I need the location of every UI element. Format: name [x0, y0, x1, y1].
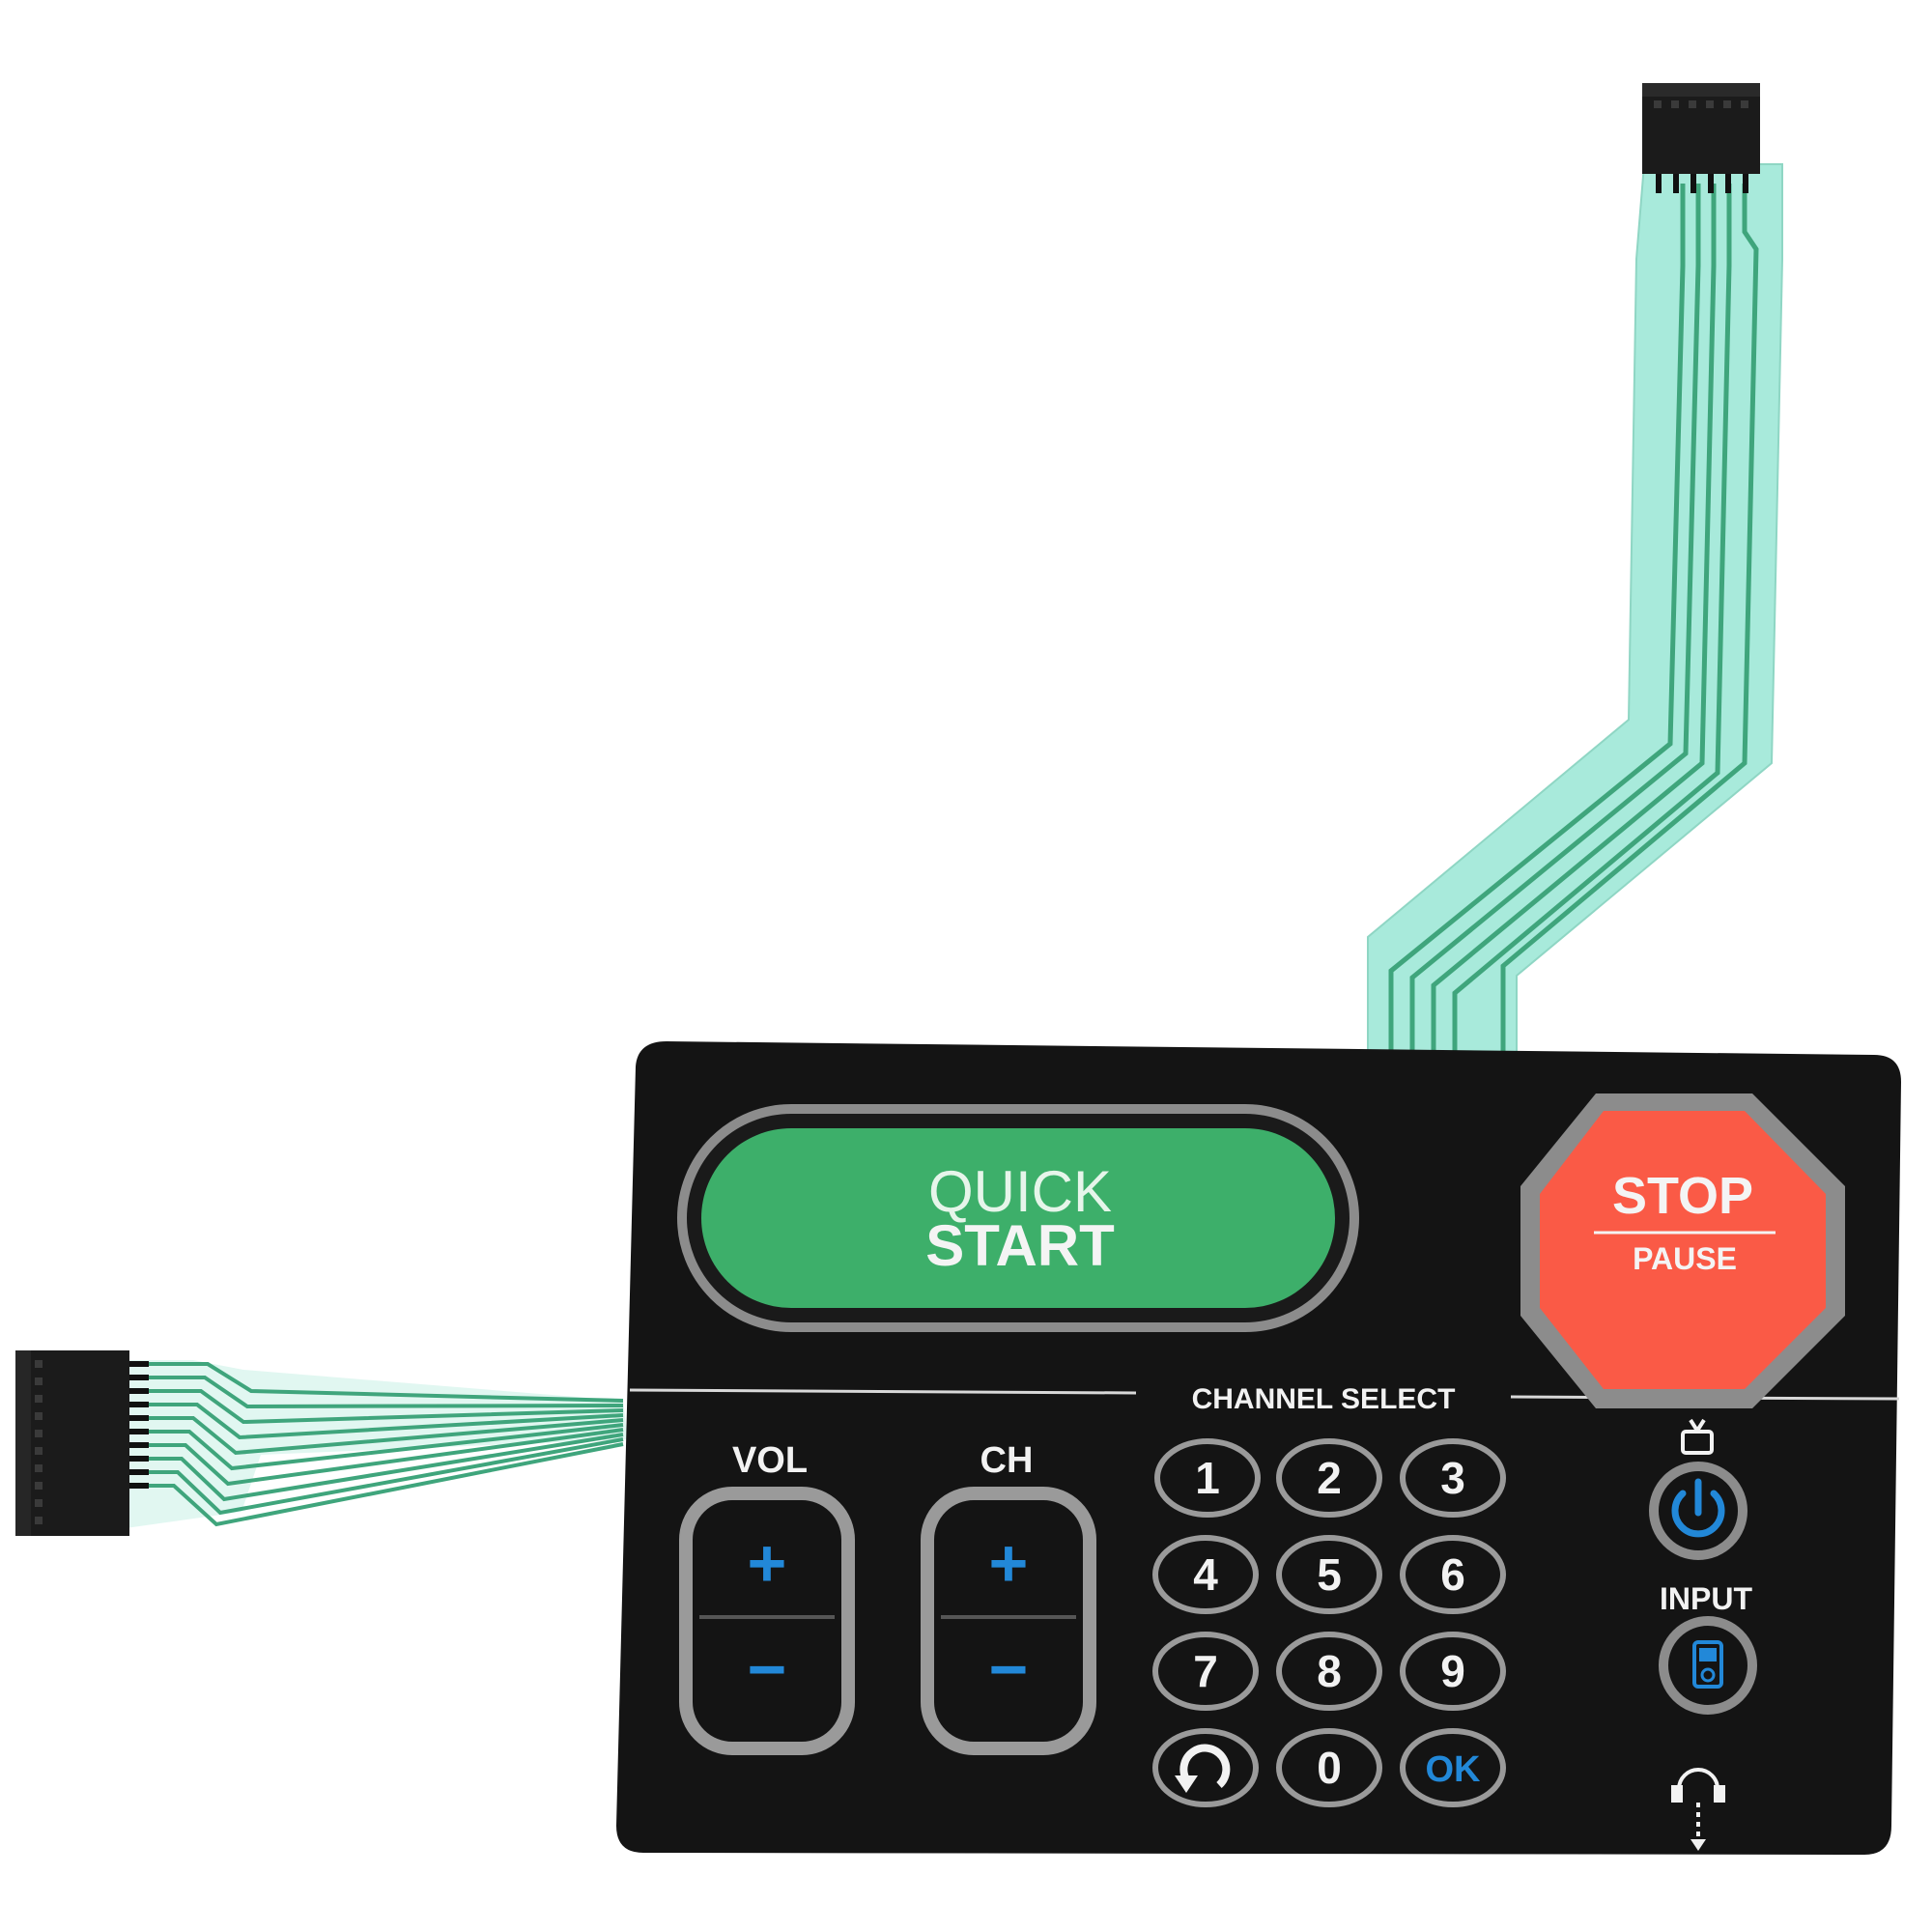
left-connector — [15, 1350, 149, 1536]
power-icon — [1671, 1478, 1725, 1538]
input-button[interactable] — [1659, 1616, 1757, 1715]
ch-down-button[interactable]: − — [939, 1621, 1078, 1737]
key-8[interactable]: 8 — [1276, 1632, 1382, 1711]
plus-icon: + — [748, 1525, 787, 1601]
key-7[interactable]: 7 — [1152, 1632, 1259, 1711]
top-connector — [1642, 83, 1760, 193]
ch-up-button[interactable]: + — [939, 1505, 1078, 1615]
ch-rocker: + − — [921, 1487, 1096, 1755]
key-2-label: 2 — [1317, 1453, 1342, 1503]
key-4-label: 4 — [1193, 1549, 1218, 1600]
power-button[interactable] — [1649, 1462, 1747, 1560]
key-1-label: 1 — [1195, 1453, 1220, 1503]
quick-start-button[interactable]: QUICK START — [677, 1104, 1359, 1332]
vol-rocker: + − — [679, 1487, 855, 1755]
minus-icon: − — [989, 1632, 1029, 1707]
media-player-icon — [1692, 1640, 1723, 1689]
key-6-label: 6 — [1440, 1549, 1465, 1600]
key-2[interactable]: 2 — [1276, 1438, 1382, 1518]
quick-start-line1: QUICK — [928, 1159, 1112, 1224]
tv-icon — [1681, 1418, 1714, 1455]
key-9-label: 9 — [1440, 1646, 1465, 1696]
key-ok-label: OK — [1426, 1749, 1482, 1790]
key-0[interactable]: 0 — [1276, 1728, 1382, 1807]
key-3-label: 3 — [1440, 1453, 1465, 1503]
headphone-jack-arrow — [1690, 1803, 1706, 1851]
channel-select-label: CHANNEL SELECT — [1192, 1383, 1456, 1415]
vol-up-button[interactable]: + — [697, 1505, 837, 1615]
quick-start-line2: START — [925, 1213, 1115, 1278]
top-flex-traces — [1388, 184, 1759, 1053]
stop-label: STOP — [1612, 1167, 1753, 1225]
input-label: INPUT — [1660, 1581, 1752, 1616]
return-arrow-icon — [1175, 1744, 1231, 1793]
key-back[interactable] — [1152, 1728, 1259, 1807]
headphones-icon — [1671, 1768, 1725, 1803]
stop-pause-button[interactable]: STOP PAUSE — [1520, 1093, 1845, 1408]
key-4[interactable]: 4 — [1152, 1535, 1259, 1614]
vol-label: VOL — [732, 1440, 808, 1481]
left-flex-tail — [15, 1350, 628, 1536]
key-5[interactable]: 5 — [1276, 1535, 1382, 1614]
key-9[interactable]: 9 — [1400, 1632, 1506, 1711]
ch-label: CH — [980, 1440, 1034, 1481]
minus-icon: − — [748, 1632, 787, 1707]
key-7-label: 7 — [1193, 1646, 1218, 1696]
left-flex-ribbon — [126, 1360, 628, 1528]
key-3[interactable]: 3 — [1400, 1438, 1506, 1518]
vol-down-button[interactable]: − — [697, 1621, 837, 1737]
key-0-label: 0 — [1317, 1743, 1342, 1793]
key-6[interactable]: 6 — [1400, 1535, 1506, 1614]
top-flex-tail — [1367, 83, 1783, 1054]
key-8-label: 8 — [1317, 1646, 1342, 1696]
plus-icon: + — [989, 1525, 1029, 1601]
key-ok[interactable]: OK — [1400, 1728, 1506, 1807]
key-5-label: 5 — [1317, 1549, 1342, 1600]
key-1[interactable]: 1 — [1154, 1438, 1261, 1518]
numeric-keypad: 1 2 3 4 5 6 7 8 — [1152, 1438, 1506, 1807]
left-flex-traces — [135, 1362, 624, 1527]
pause-label: PAUSE — [1633, 1241, 1737, 1276]
